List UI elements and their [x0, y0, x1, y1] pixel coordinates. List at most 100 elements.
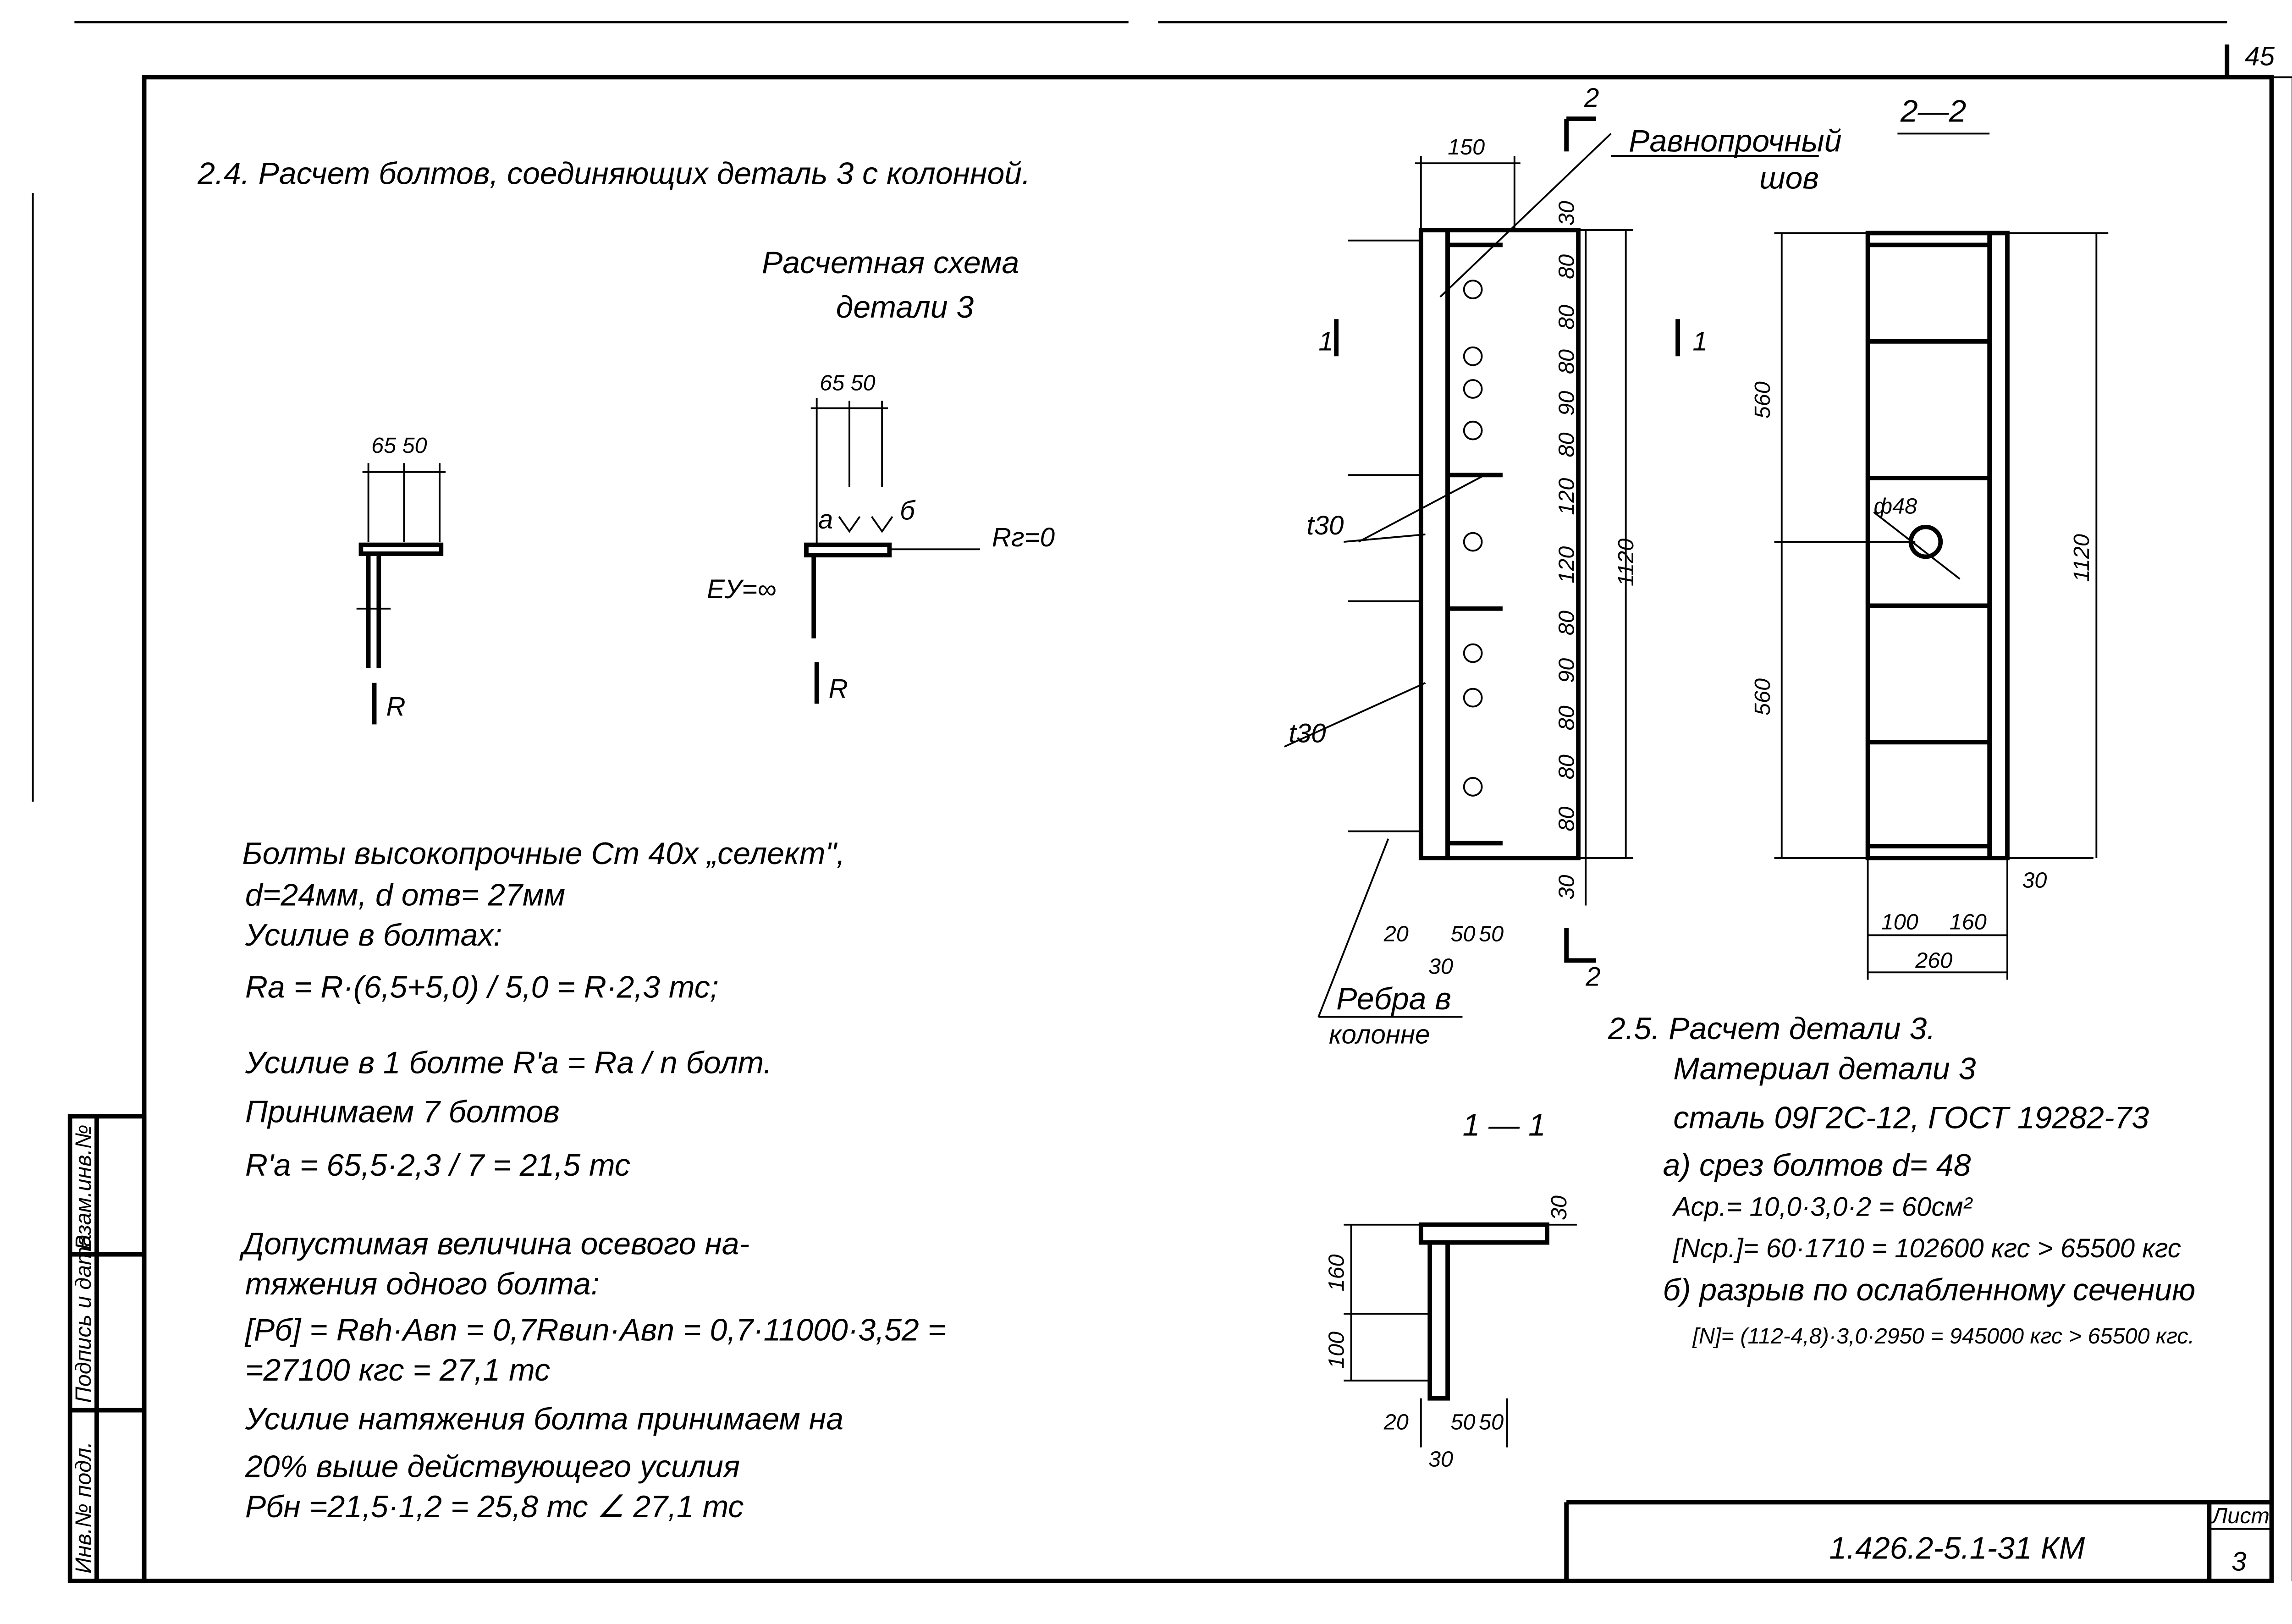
calc-line: =27100 кгс = 27,1 тс — [245, 1353, 550, 1387]
spacing-dim: 80 — [1554, 254, 1579, 279]
stiffness-label: EУ=∞ — [707, 574, 777, 604]
section-mark-right: 1 — [1692, 326, 1707, 356]
scheme-force-label: R — [829, 674, 848, 704]
spacing-dim: 80 — [1554, 611, 1579, 635]
bolt-hole — [1463, 643, 1483, 663]
left-force-label: R — [386, 692, 405, 721]
spacing-dim: 120 — [1554, 478, 1579, 515]
bolt-hole — [1463, 777, 1483, 797]
title-block: 1.426.2-5.1-31 КМ Лист 3 — [1564, 1500, 2272, 1581]
bolt-hole — [1463, 280, 1483, 299]
bottom-dim-20: 20 — [1383, 921, 1409, 946]
dim-160: 160 — [1950, 909, 1987, 934]
calc-line: Принимаем 7 болтов — [245, 1094, 560, 1129]
rib-label-1: Ребра в — [1336, 981, 1451, 1016]
section-1-1-dim-30: 30 — [1547, 1195, 1571, 1220]
stamp-cell-signature: Подпись и дата — [71, 1234, 96, 1403]
plate-label-2: t30 — [1289, 718, 1326, 748]
bolt-hole — [1463, 379, 1483, 399]
bottom-dim-50: 50 — [1451, 921, 1476, 946]
bottom-dim-50: 50 — [1479, 921, 1504, 946]
calc-line: 2.5. Расчет детали 3. — [1608, 1011, 1935, 1046]
spacing-dim: 30 — [1554, 875, 1579, 900]
calc-line: [Pб] = Rвh·Aвn = 0,7Rвun·Aвn = 0,7·11000… — [244, 1312, 946, 1347]
calc-2-5-text: 2.5. Расчет детали 3. Материал детали 3 … — [1608, 1011, 2195, 1349]
point-a: а — [818, 505, 833, 534]
section-2-4-title: 2.4. Расчет болтов, соединяющих деталь 3… — [197, 156, 1030, 191]
dim-30: 30 — [2022, 868, 2047, 893]
cut-mark-top: 2 — [1584, 83, 1599, 113]
spacing-dim: 80 — [1554, 754, 1579, 779]
elevation-view — [1284, 116, 1819, 1018]
section-1-1-dim-30-bottom: 30 — [1428, 1447, 1453, 1472]
spacing-dim: 80 — [1554, 432, 1579, 457]
sheet-label: Лист — [2211, 1503, 2270, 1528]
section-1-1-dim-100: 100 — [1324, 1332, 1349, 1369]
point-b: б — [900, 496, 916, 526]
bolt-hole — [1463, 532, 1483, 552]
calc-line: Болты высокопрочные Ст 40х „селект", — [242, 836, 845, 871]
calc-line: Pбн =21,5·1,2 = 25,8 тс ∠ 27,1 тс — [245, 1489, 744, 1524]
stamp-cell-replacement: Взам.инв.№ — [71, 1124, 96, 1250]
plate-label-1: t30 — [1306, 511, 1344, 540]
calc-line: [Nср.]= 60·1710 = 102600 кгс > 65500 кгс — [1672, 1233, 2181, 1263]
section-2-2 — [1774, 231, 2109, 980]
section-1-1-dim-50: 50 — [1451, 1410, 1476, 1435]
section-2-2-title: 2—2 — [1900, 94, 1967, 129]
calc-line: Усилие в болтах: — [245, 918, 502, 952]
dim-1120: 1120 — [2069, 534, 2094, 582]
calc-line: Допустимая величина осевого на- — [239, 1227, 749, 1261]
dim-560-lower: 560 — [1750, 678, 1775, 716]
sheet-number: 3 — [2231, 1547, 2246, 1576]
spacing-dim: 120 — [1554, 546, 1579, 584]
spacing-dim: 90 — [1554, 391, 1579, 416]
spacing-dims: 30 80 80 80 90 80 120 120 80 90 80 80 80… — [1554, 201, 1579, 899]
section-1-1-dim-160: 160 — [1324, 1255, 1349, 1292]
dim-560-upper: 560 — [1750, 381, 1775, 418]
approval-stamp: Инв.№ подл. Подпись и дата Взам.инв.№ — [67, 1114, 147, 1583]
calc-line: [N]= (112-4,8)·3,0·2950 = 945000 кгс > 6… — [1692, 1324, 2194, 1349]
dim-100: 100 — [1881, 909, 1918, 934]
spacing-dim: 80 — [1554, 305, 1579, 330]
calc-2-4-text: Болты высокопрочные Ст 40х „селект", d=2… — [239, 836, 946, 1524]
hole-diameter-label: ф48 — [1874, 494, 1917, 519]
spacing-dim: 80 — [1554, 705, 1579, 730]
spacing-dim: 80 — [1554, 349, 1579, 374]
calc-line: Материал детали 3 — [1673, 1051, 1976, 1086]
section-mark-left: 1 — [1318, 326, 1333, 356]
calc-line: Аср.= 10,0·3,0·2 = 60см² — [1672, 1192, 1973, 1222]
section-1-1-dim-50: 50 — [1479, 1410, 1504, 1435]
drawing-designation: 1.426.2-5.1-31 КМ — [1829, 1531, 2085, 1566]
calc-line: б) разрыв по ослабленному сечению — [1663, 1272, 2196, 1307]
spacing-dim: 30 — [1554, 201, 1579, 226]
calc-line: R'a = 65,5·2,3 / 7 = 21,5 тс — [245, 1148, 630, 1183]
calc-line: 20% выше действующего усилия — [245, 1449, 740, 1484]
calc-line: тяжения одного болта: — [245, 1266, 600, 1301]
calculation-scheme: 65 50 а б Rг=0 EУ=∞ R — [707, 371, 1055, 704]
section-1-1-dim-20: 20 — [1383, 1410, 1409, 1435]
calc-line: Усилие натяжения болта принимаем на — [245, 1402, 843, 1437]
left-dims: 65 50 — [371, 433, 427, 458]
spacing-dim: 80 — [1554, 807, 1579, 831]
left-detail-sketch: 65 50 R — [356, 433, 446, 725]
scheme-subtitle: детали 3 — [836, 290, 974, 325]
spacing-dim: 90 — [1554, 658, 1579, 683]
calc-line: Ra = R·(6,5+5,0) / 5,0 = R·2,3 тс; — [245, 969, 719, 1004]
rib-label-2: колонне — [1329, 1020, 1430, 1050]
calc-line: Усилие в 1 болте R'a = Ra / n болт. — [245, 1045, 772, 1080]
scheme-dims: 65 50 — [820, 371, 876, 396]
weld-label-2: шов — [1759, 160, 1819, 195]
bolt-hole — [1463, 688, 1483, 708]
dim-260: 260 — [1915, 948, 1952, 973]
bolt-holes — [1463, 280, 1483, 797]
frame — [32, 21, 2292, 1583]
width-dim: 150 — [1448, 135, 1485, 160]
weld-label-1: Равнопрочный — [1629, 123, 1841, 158]
reaction-label: Rг=0 — [992, 523, 1055, 552]
stamp-cell-inventory: Инв.№ подл. — [71, 1442, 96, 1574]
calc-line: а) срез болтов d= 48 — [1663, 1148, 1971, 1183]
calc-line: d=24мм, d отв= 27мм — [245, 878, 565, 913]
calc-line: сталь 09Г2С-12, ГОСТ 19282-73 — [1673, 1100, 2149, 1135]
cut-mark-bottom: 2 — [1585, 962, 1600, 991]
